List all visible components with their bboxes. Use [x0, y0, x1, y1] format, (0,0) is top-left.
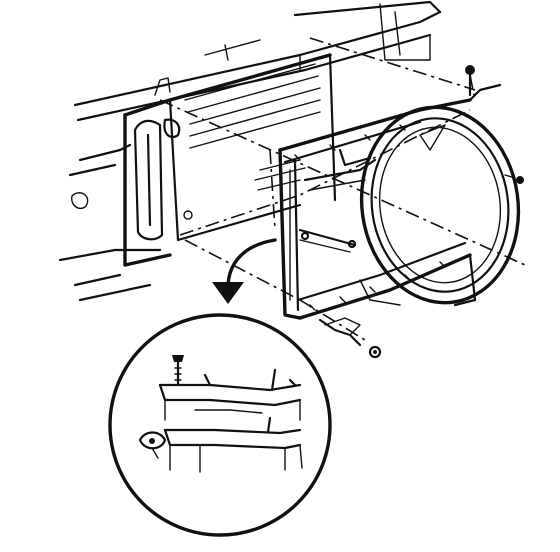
clip-screw-icon [368, 345, 382, 359]
bolt-icon [516, 176, 524, 184]
fan-shroud [278, 98, 472, 320]
radiator-tank [133, 119, 164, 241]
detail-bolt-icon [172, 355, 184, 387]
clip-bracket [299, 299, 382, 359]
upper-radiator-support [58, 0, 442, 302]
radiator [123, 39, 337, 267]
frame-hole-icon [71, 192, 89, 210]
shroud-gusset [419, 124, 446, 151]
curved-arrow-icon [212, 238, 277, 304]
drain-plug [183, 210, 193, 220]
fastener-side [504, 174, 524, 184]
fastener-center [300, 231, 357, 249]
detail-lower-bracket [163, 409, 303, 473]
radiator-bracket [154, 77, 171, 96]
shroud-ring [359, 83, 521, 307]
magnifier-circle [108, 313, 332, 537]
fastener-top [465, 65, 475, 97]
detail-clip-icon [138, 431, 167, 459]
alignment-lines [159, 37, 526, 301]
hose-outlet [163, 118, 181, 139]
detail-callout [108, 313, 332, 537]
bolt-icon [465, 65, 475, 75]
detail-upper-bracket [158, 368, 302, 421]
